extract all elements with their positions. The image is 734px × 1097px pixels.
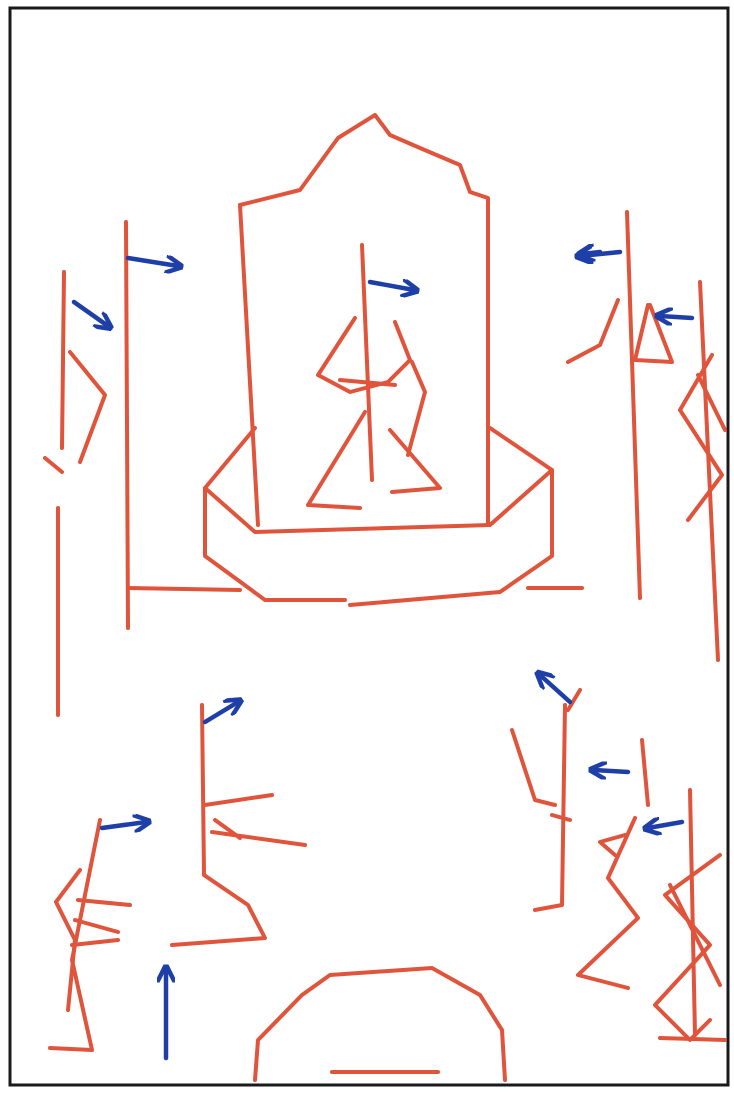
- side-wall-left: [126, 222, 128, 628]
- paper-border: [10, 8, 728, 1085]
- gaze-arrow-bottom-right-middle: [594, 770, 628, 772]
- gaze-arrow-top-right-figure: [660, 316, 692, 318]
- gaze-arrow-bottom-right-extra: [582, 252, 600, 254]
